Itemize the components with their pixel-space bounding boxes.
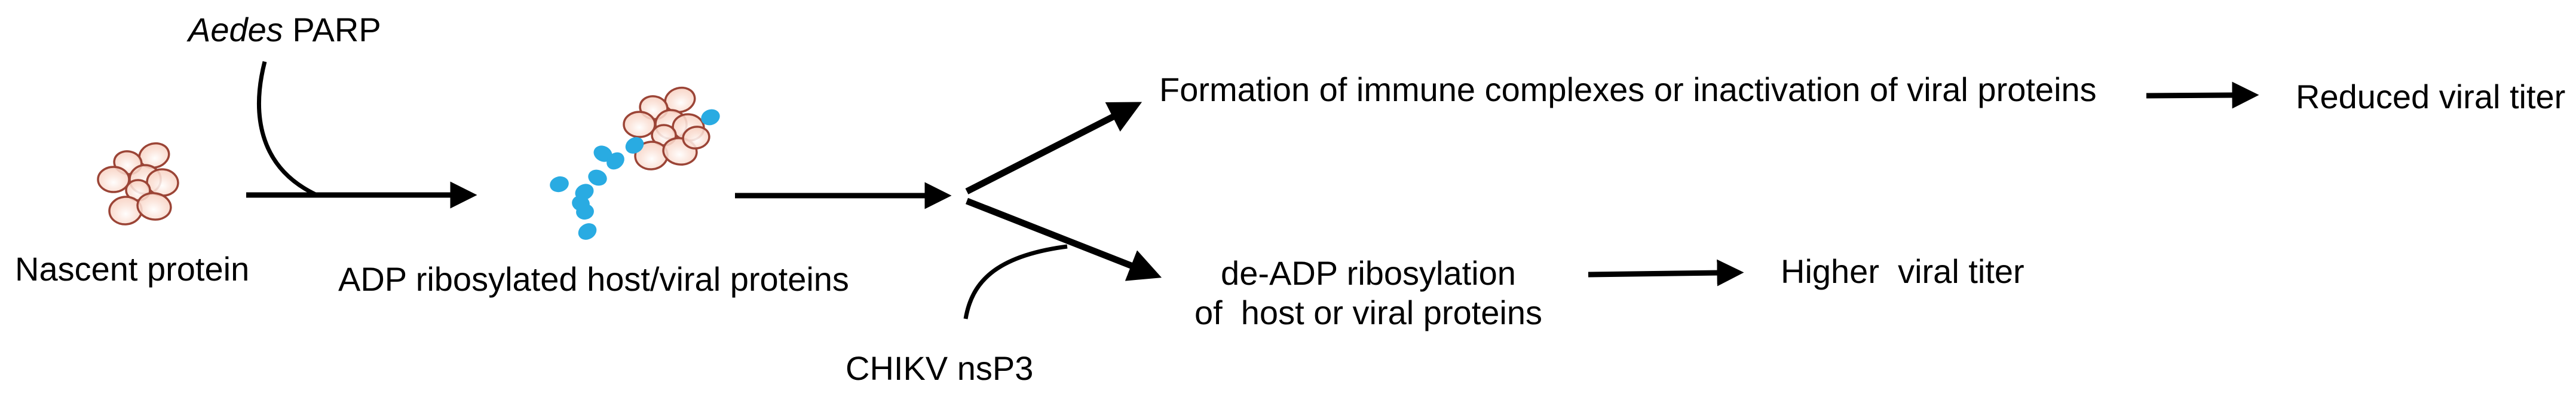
higher-viral-titer-label: Higher viral titer (1781, 252, 2024, 290)
nascent-protein-cluster-icon (97, 142, 179, 226)
branch-arrow-up (965, 102, 1142, 194)
de-adp-line2: of host or viral proteins (1194, 294, 1543, 331)
outcome-arrow-reduced (2146, 81, 2259, 109)
adp-ribose-chain-dots-icon (550, 109, 720, 240)
aedes-parp-label: Aedes PARP (188, 12, 381, 48)
outcome-arrow-higher (1588, 259, 1744, 287)
aedes-parp-enzyme-curve (257, 61, 317, 197)
nascent-protein-label: Nascent protein (15, 250, 250, 288)
aedes-parp-label-italic: Aedes (188, 11, 283, 48)
aedes-parp-label-rest: PARP (283, 11, 381, 48)
reduced-viral-titer-label: Reduced viral titer (2296, 78, 2566, 115)
formation-immune-complexes-label: Formation of immune complexes or inactiv… (1159, 71, 2097, 108)
chikv-nsp3-enzyme-curve (963, 244, 1068, 319)
de-adp-line1: de-ADP ribosylation (1221, 254, 1516, 292)
adp-ribosylated-label: ADP ribosylated host/viral proteins (338, 260, 849, 298)
adp-ribosylated-protein-cluster-icon (623, 86, 710, 170)
branch-arrow-down (965, 197, 1162, 281)
chikv-nsp3-label: CHIKV nsP3 (846, 349, 1034, 387)
